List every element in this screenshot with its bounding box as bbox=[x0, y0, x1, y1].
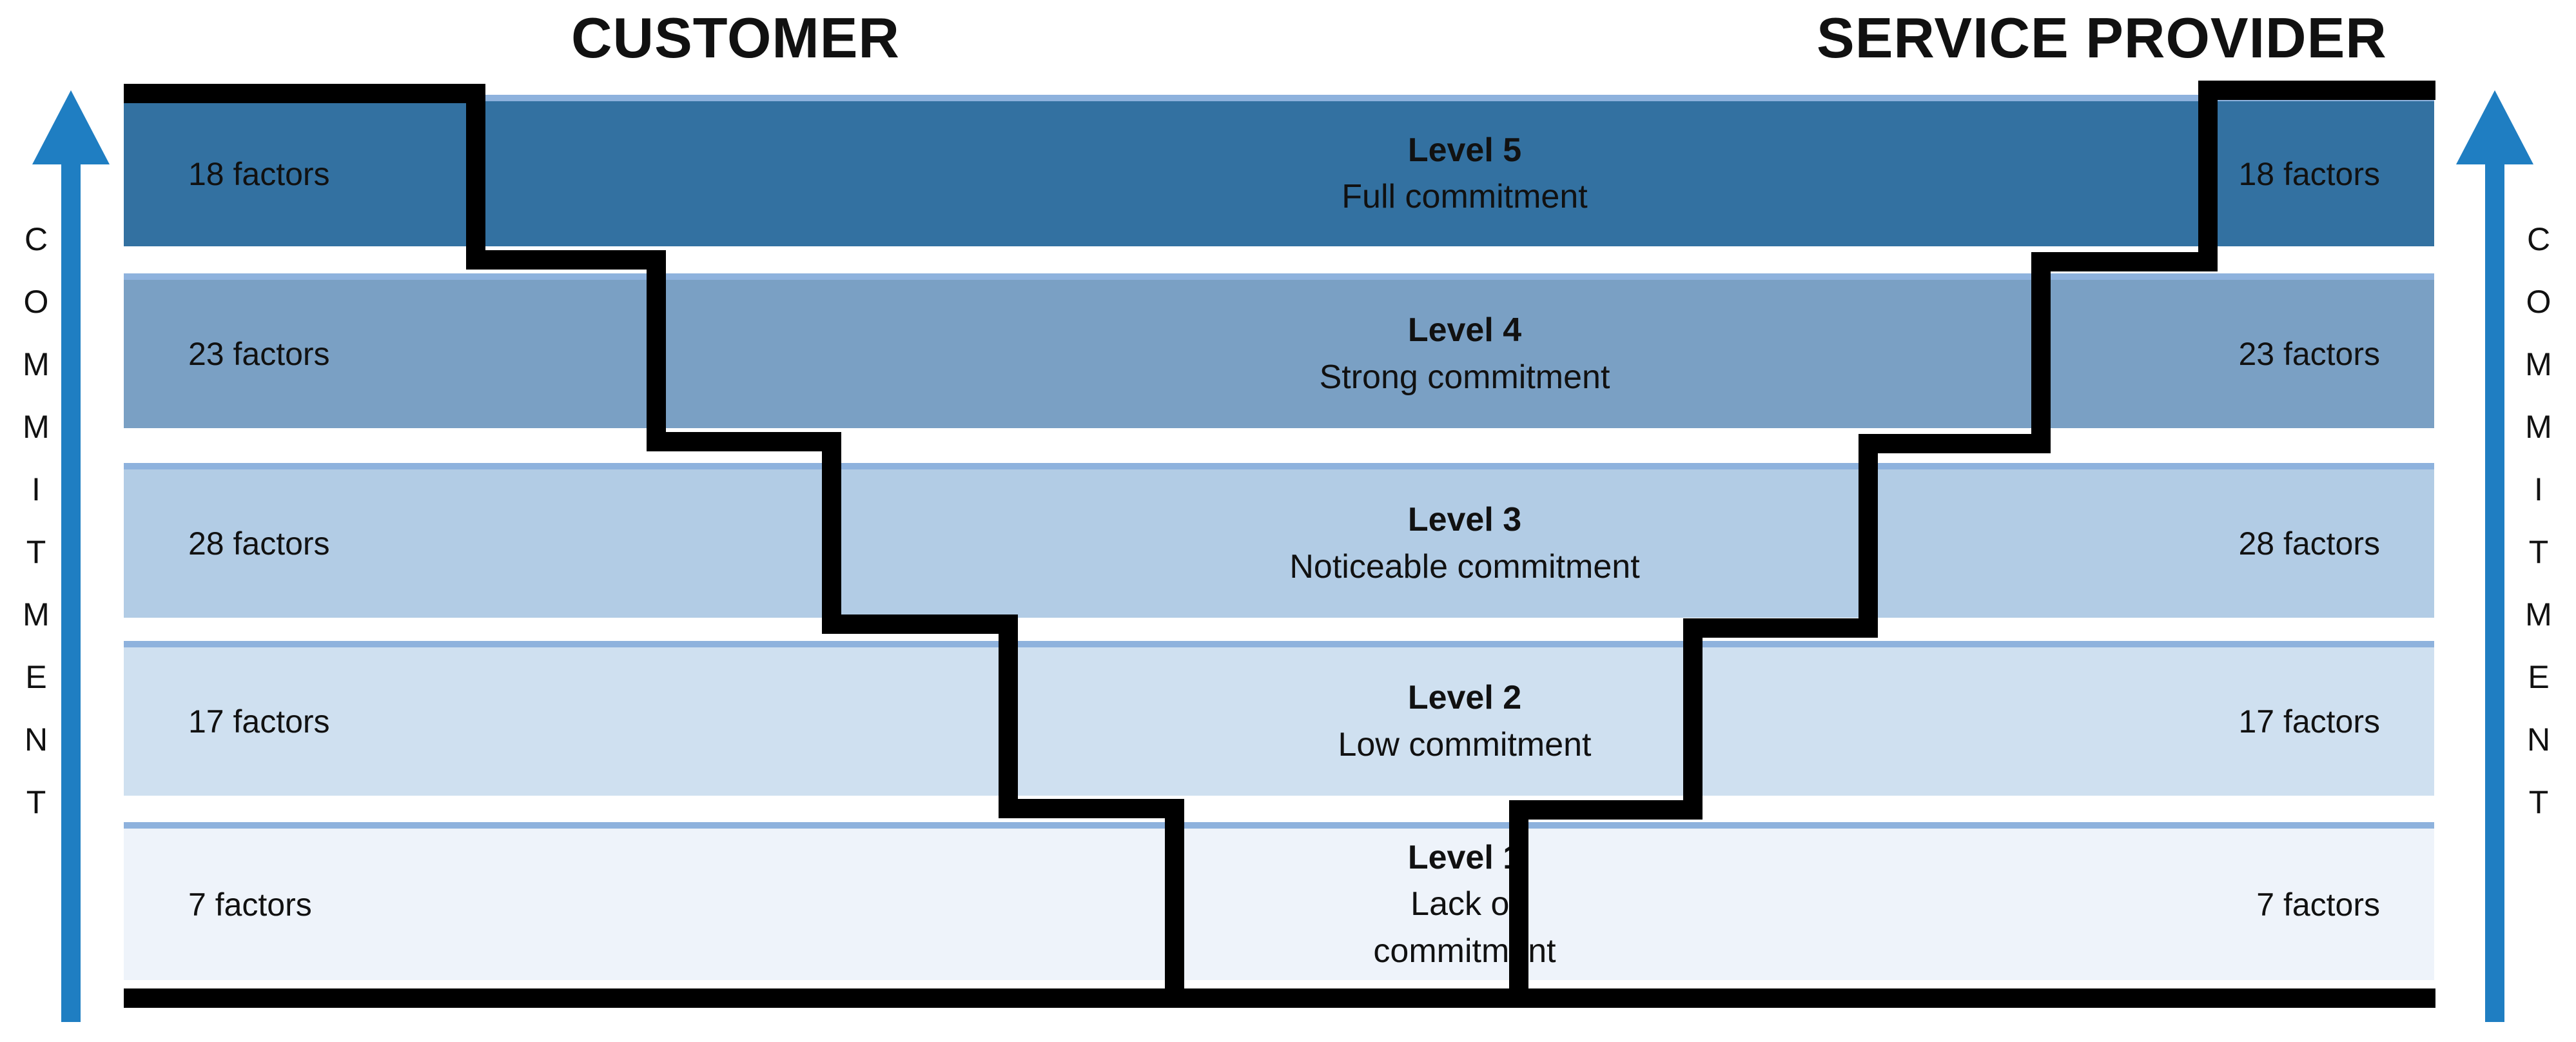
level-4-description: Strong commitment bbox=[1319, 359, 1610, 396]
right-axis-letter: N bbox=[2526, 722, 2551, 758]
customer-level-3-factors: 28 factors bbox=[188, 526, 330, 562]
provider-level-1-factors: 7 factors bbox=[2256, 886, 2380, 923]
customer-header: CUSTOMER bbox=[571, 6, 900, 70]
left-axis-letter: M bbox=[23, 346, 50, 382]
right-axis-letter: T bbox=[2528, 534, 2549, 570]
left-axis-letter: M bbox=[23, 409, 50, 445]
customer-level-5-factors: 18 factors bbox=[188, 155, 330, 192]
level-1-title: Level 1 bbox=[1407, 838, 1522, 876]
customer-level-2-factors: 17 factors bbox=[188, 703, 330, 740]
level-1-label: Level 1 Lack of commitment bbox=[1323, 834, 1606, 974]
left-axis-letter: T bbox=[26, 534, 46, 570]
left-axis-letter: T bbox=[26, 784, 46, 820]
right-axis-letter: M bbox=[2525, 409, 2552, 445]
provider-level-5-factors: 18 factors bbox=[2238, 155, 2380, 192]
level-1-description: Lack of commitment bbox=[1373, 885, 1556, 970]
level-2-band: 17 factors Level 2 Low commitment 17 fac… bbox=[124, 641, 2434, 796]
level-4-band: 23 factors Level 4 Strong commitment 23 … bbox=[124, 273, 2434, 428]
provider-level-3-factors: 28 factors bbox=[2238, 526, 2380, 562]
right-axis-letter: T bbox=[2528, 784, 2549, 820]
level-1-band: 7 factors Level 1 Lack of commitment 7 f… bbox=[124, 822, 2434, 980]
level-3-label: Level 3 Noticeable commitment bbox=[1207, 496, 1722, 591]
right-axis-letter: O bbox=[2526, 284, 2552, 320]
level-2-title: Level 2 bbox=[1407, 679, 1522, 717]
level-2-description: Low commitment bbox=[1338, 726, 1592, 763]
right-axis-letter: M bbox=[2525, 346, 2552, 382]
left-axis-letter: I bbox=[32, 471, 41, 507]
provider-level-2-factors: 17 factors bbox=[2238, 703, 2380, 740]
level-3-description: Noticeable commitment bbox=[1289, 548, 1640, 585]
left-axis-letter: N bbox=[24, 722, 48, 758]
customer-level-1-factors: 7 factors bbox=[188, 886, 312, 923]
service-provider-header: SERVICE PROVIDER bbox=[1817, 6, 2387, 70]
left-axis-letter: E bbox=[25, 659, 47, 695]
level-5-description: Full commitment bbox=[1342, 178, 1588, 216]
right-axis-letter: C bbox=[2526, 221, 2551, 257]
right-axis-letter: E bbox=[2528, 659, 2550, 695]
right-axis-letter: I bbox=[2534, 471, 2543, 507]
customer-level-4-factors: 23 factors bbox=[188, 336, 330, 372]
level-3-title: Level 3 bbox=[1407, 501, 1522, 539]
right-axis-letter: M bbox=[2525, 596, 2552, 633]
provider-level-4-factors: 23 factors bbox=[2238, 336, 2380, 372]
level-5-band: 18 factors Level 5 Full commitment 18 fa… bbox=[124, 95, 2434, 246]
level-2-label: Level 2 Low commitment bbox=[1207, 674, 1722, 769]
level-5-label: Level 5 Full commitment bbox=[1207, 127, 1722, 221]
level-3-band: 28 factors Level 3 Noticeable commitment… bbox=[124, 463, 2434, 618]
level-5-title: Level 5 bbox=[1407, 131, 1522, 169]
left-axis-letter: O bbox=[23, 284, 49, 320]
left-axis-letter: M bbox=[23, 596, 50, 633]
level-4-label: Level 4 Strong commitment bbox=[1207, 307, 1722, 401]
level-4-title: Level 4 bbox=[1407, 311, 1522, 349]
left-axis-letter: C bbox=[24, 221, 48, 257]
